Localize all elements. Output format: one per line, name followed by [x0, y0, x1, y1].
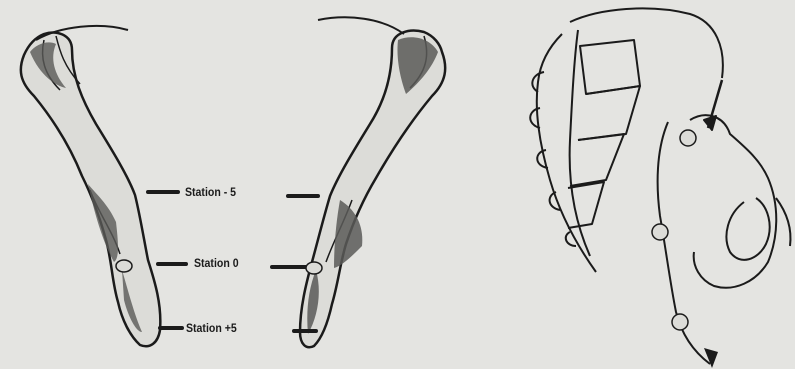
lateral-pelvis-drawing — [530, 8, 790, 368]
station-plus-5-label: Station +5 — [186, 321, 237, 335]
station-0-label: Station 0 — [194, 256, 239, 270]
left-pelvic-wall — [21, 26, 161, 346]
station-minus-5-label: Station - 5 — [185, 185, 236, 199]
